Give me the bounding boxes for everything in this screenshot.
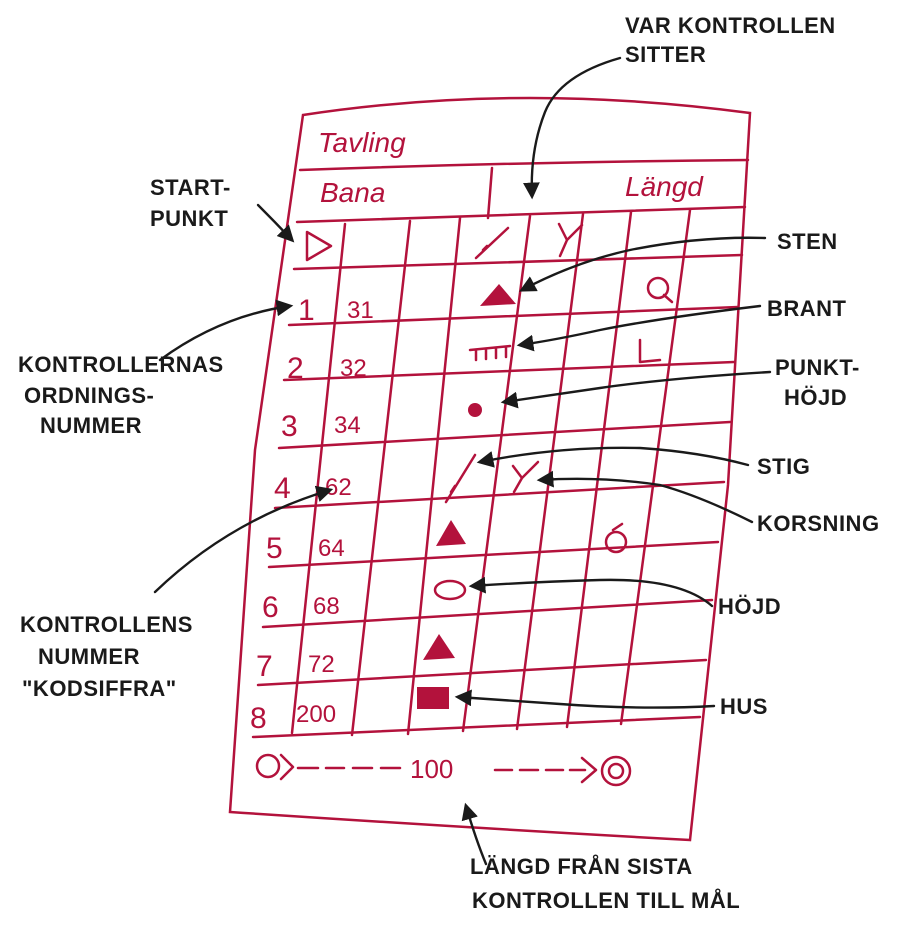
control-circle-icon <box>257 755 279 777</box>
annotation-sten: STEN <box>777 229 838 254</box>
control-code: 72 <box>308 651 335 678</box>
annotation-hus: HUS <box>720 694 768 719</box>
annotation-startpunkt: START- <box>150 175 231 200</box>
course-label: Bana <box>320 177 385 208</box>
annotation-hojd: HÖJD <box>718 594 781 619</box>
annotation-langd: KONTROLLEN TILL MÅL <box>472 887 740 913</box>
annotation-punkthojd: PUNKT- <box>775 355 860 380</box>
annotation-langd: LÄNGD FRÅN SISTA <box>470 853 693 879</box>
competition-label: Tavling <box>318 127 406 158</box>
annotation-korsning: KORSNING <box>757 511 880 536</box>
order-number: 1 <box>298 294 315 327</box>
control-code: 34 <box>334 412 361 439</box>
order-number: 4 <box>274 472 291 505</box>
order-number: 7 <box>256 650 273 683</box>
control-code: 31 <box>347 297 374 324</box>
finish-circle-icon <box>602 757 630 785</box>
crossing-icon <box>513 462 538 492</box>
annotation-startpunkt: PUNKT <box>150 206 228 231</box>
control-codes: 31 32 34 62 64 68 72 200 <box>296 297 374 728</box>
order-number: 5 <box>266 532 283 565</box>
finish-distance: 100 <box>410 754 453 784</box>
house-icon <box>417 687 449 709</box>
annotation-var-kontrollen: SITTER <box>625 42 706 67</box>
annotation-ordning: KONTROLLERNAS <box>18 352 224 377</box>
annotation-ordning: ORDNINGS- <box>24 383 154 408</box>
start-triangle-icon <box>307 232 331 260</box>
finish-row: 100 <box>257 754 630 785</box>
control-code: 64 <box>318 535 345 562</box>
annotation-kontrollens-nummer: "KODSIFFRA" <box>22 676 177 701</box>
order-numbers: 1 2 3 4 5 6 7 8 <box>250 294 315 735</box>
order-number: 2 <box>287 352 304 385</box>
annotation-stig: STIG <box>757 454 810 479</box>
stone-triangle-icon <box>480 284 516 306</box>
annotation-kontrollens-nummer: NUMMER <box>38 644 140 669</box>
control-code: 32 <box>340 355 367 382</box>
description-card <box>230 98 750 840</box>
point-height-icon <box>468 403 482 417</box>
stone-triangle-icon <box>436 520 466 546</box>
stone-triangle-icon <box>423 634 455 660</box>
path-icon <box>446 455 475 502</box>
control-code: 68 <box>313 593 340 620</box>
length-label: Längd <box>625 171 704 202</box>
annotation-punkthojd: HÖJD <box>784 385 847 410</box>
steep-slope-icon <box>470 346 510 360</box>
order-number: 3 <box>281 410 298 443</box>
annotation-brant: BRANT <box>767 296 847 321</box>
control-code: 200 <box>296 701 336 728</box>
order-number: 6 <box>262 591 279 624</box>
order-number: 8 <box>250 702 267 735</box>
annotation-var-kontrollen: VAR KONTROLLEN <box>625 13 836 38</box>
vegetation-boundary-icon <box>640 340 660 362</box>
control-code: 62 <box>325 474 352 501</box>
annotation-ordning: NUMMER <box>40 413 142 438</box>
knoll-icon <box>435 581 465 599</box>
annotation-kontrollens-nummer: KONTROLLENS <box>20 612 193 637</box>
path-icon <box>476 228 508 258</box>
